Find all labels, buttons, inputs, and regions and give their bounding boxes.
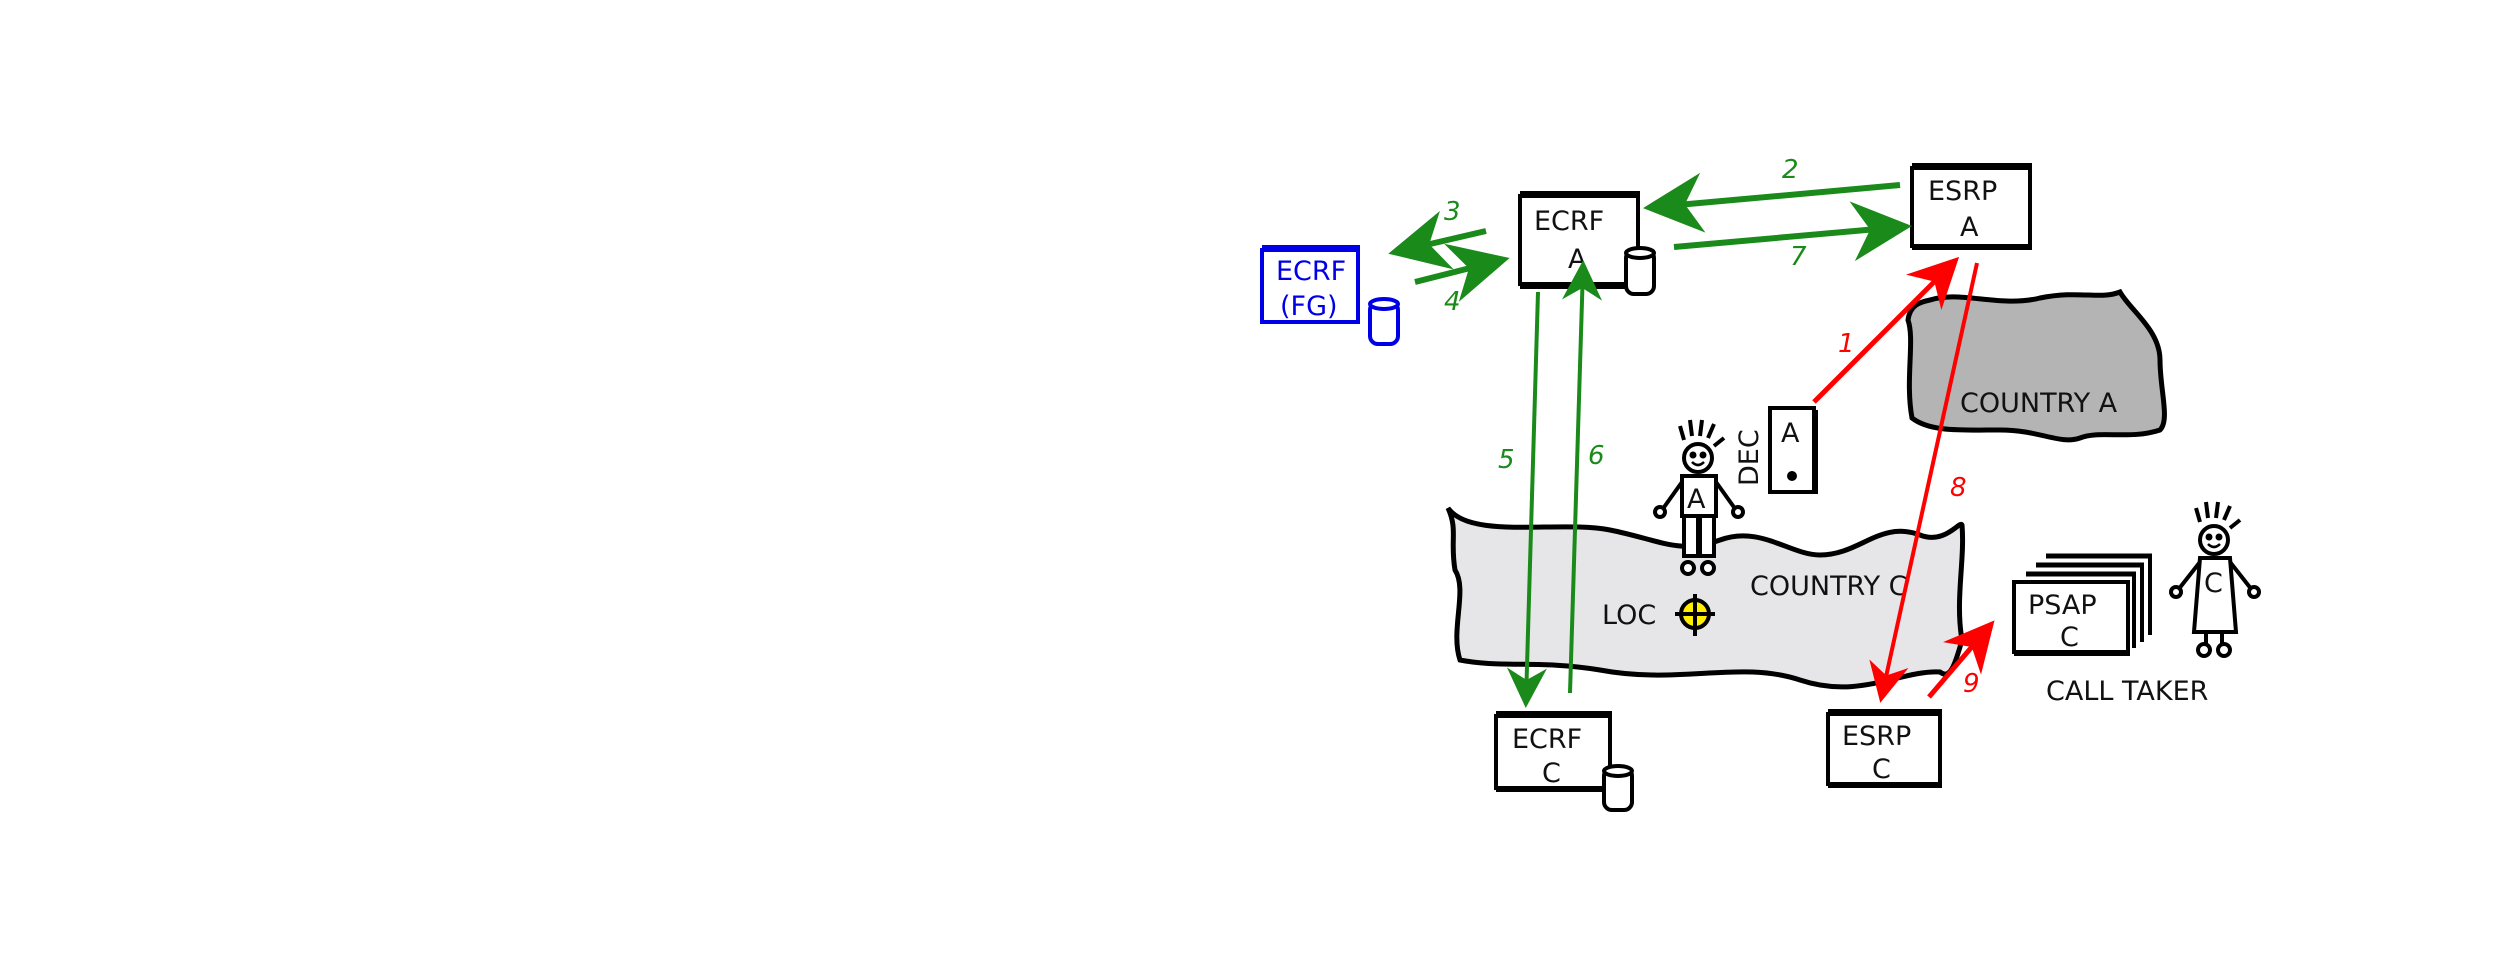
ecrf-c-line2: C: [1542, 758, 1561, 789]
esrp-c-line2: C: [1872, 754, 1891, 785]
arrow-step-1: [1812, 256, 1960, 404]
arrow-step-2: [1643, 172, 1901, 233]
arrow-step-6: [1562, 260, 1603, 694]
ecrf-fg-node[interactable]: ECRF (FG): [1260, 245, 1400, 346]
caller-letter: A: [1687, 484, 1706, 515]
database-icon: [1602, 764, 1634, 812]
arrow-step-9: [1927, 620, 1995, 699]
step-label-8: 8: [1950, 473, 1967, 503]
esrp-a-line1: ESRP: [1928, 176, 1997, 207]
crosshair-icon: [1675, 594, 1715, 636]
country-c-label: COUNTRY C: [1750, 571, 1908, 602]
step-label-1: 1: [1838, 329, 1855, 359]
call-taker-letter: C: [2204, 568, 2223, 599]
step-label-7: 7: [1790, 242, 1807, 272]
step-label-9: 9: [1963, 669, 1980, 699]
esrp-c-line1: ESRP: [1842, 721, 1911, 752]
country-a-label: COUNTRY A: [1960, 388, 2118, 419]
call-taker-figure: C: [2169, 501, 2261, 658]
arrow-step-8: [1869, 262, 1979, 703]
country-a-region: COUNTRY A: [1905, 288, 2167, 443]
esrp-a-node[interactable]: ESRP A: [1910, 163, 2032, 250]
database-icon: [1368, 297, 1400, 346]
psap-c-node[interactable]: PSAP C: [2012, 553, 2152, 656]
psap-c-line2: C: [2060, 622, 2079, 653]
location-label: LOC: [1602, 600, 1656, 631]
step-label-4: 4: [1444, 287, 1461, 317]
ecrf-query-arrows: [1388, 172, 1912, 708]
call-path-arrows: [1812, 256, 1995, 703]
caller-person-figure: A: [1653, 419, 1745, 576]
dec-label: DEC: [1734, 429, 1765, 486]
psap-c-line1: PSAP: [2028, 590, 2097, 621]
step-label-3: 3: [1444, 197, 1461, 227]
ecrf-c-line1: ECRF: [1512, 724, 1582, 755]
step-label-2: 2: [1782, 155, 1799, 185]
ecrf-fg-line2: (FG): [1280, 291, 1338, 322]
database-icon: [1624, 246, 1656, 296]
dec-device-letter: A: [1781, 418, 1800, 449]
ecrf-a-node[interactable]: ECRF A: [1518, 191, 1656, 296]
arrow-step-4: [1414, 243, 1510, 302]
arrow-step-7: [1673, 201, 1912, 262]
esrp-c-node[interactable]: ESRP C: [1826, 709, 1942, 788]
call-taker-label: CALL TAKER: [2046, 676, 2208, 707]
ecrf-c-node[interactable]: ECRF C: [1494, 711, 1634, 812]
arrow-step-3: [1388, 210, 1487, 270]
esrp-a-line2: A: [1960, 212, 1979, 243]
device-button-icon: [1787, 471, 1797, 481]
dec-device[interactable]: A DEC: [1734, 406, 1818, 494]
location-marker: LOC: [1602, 594, 1715, 636]
ecrf-fg-line1: ECRF: [1276, 256, 1346, 287]
step-label-5: 5: [1498, 445, 1515, 475]
ecrf-a-line1: ECRF: [1534, 206, 1604, 237]
step-label-6: 6: [1588, 441, 1605, 471]
arrow-step-5: [1506, 291, 1547, 708]
